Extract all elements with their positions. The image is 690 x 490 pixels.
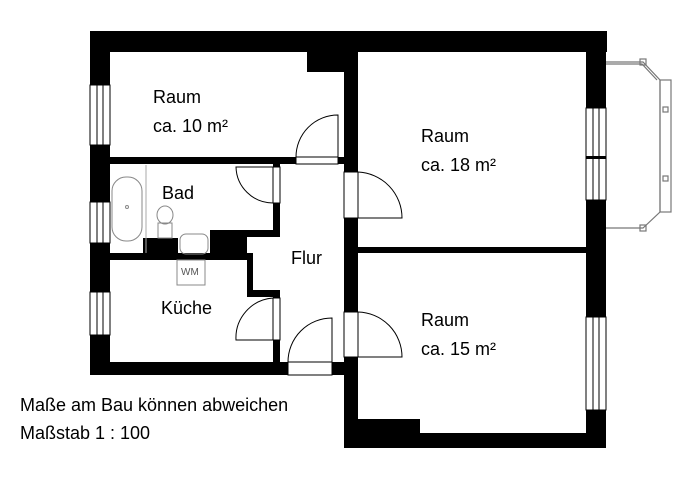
room-name-bad: Bad xyxy=(162,183,194,203)
sink-icon xyxy=(179,233,209,255)
room-name-raum-10: Raum xyxy=(153,87,201,107)
washing-machine-icon xyxy=(176,259,206,286)
bathtub-icon xyxy=(111,176,143,242)
room-name-raum-18: Raum xyxy=(421,126,469,146)
disclaimer-note: Maße am Bau können abweichen xyxy=(20,395,288,415)
washing-machine-label: WM xyxy=(181,267,199,278)
room-area-raum-18: ca. 18 m² xyxy=(421,155,496,175)
toilet-icon xyxy=(156,205,174,239)
room-name-flur: Flur xyxy=(291,248,322,268)
bay-balcony xyxy=(606,58,672,232)
room-area-raum-10: ca. 10 m² xyxy=(153,116,228,136)
doors xyxy=(235,114,403,376)
room-name-kueche: Küche xyxy=(161,298,212,318)
room-area-raum-15: ca. 15 m² xyxy=(421,339,496,359)
walls xyxy=(90,31,607,448)
scale-note: Maßstab 1 : 100 xyxy=(20,423,150,443)
room-name-raum-15: Raum xyxy=(421,310,469,330)
fixtures: WM xyxy=(111,165,209,286)
windows xyxy=(89,84,607,411)
room-labels: Raum ca. 10 m² Raum ca. 18 m² Raum ca. 1… xyxy=(153,87,496,359)
